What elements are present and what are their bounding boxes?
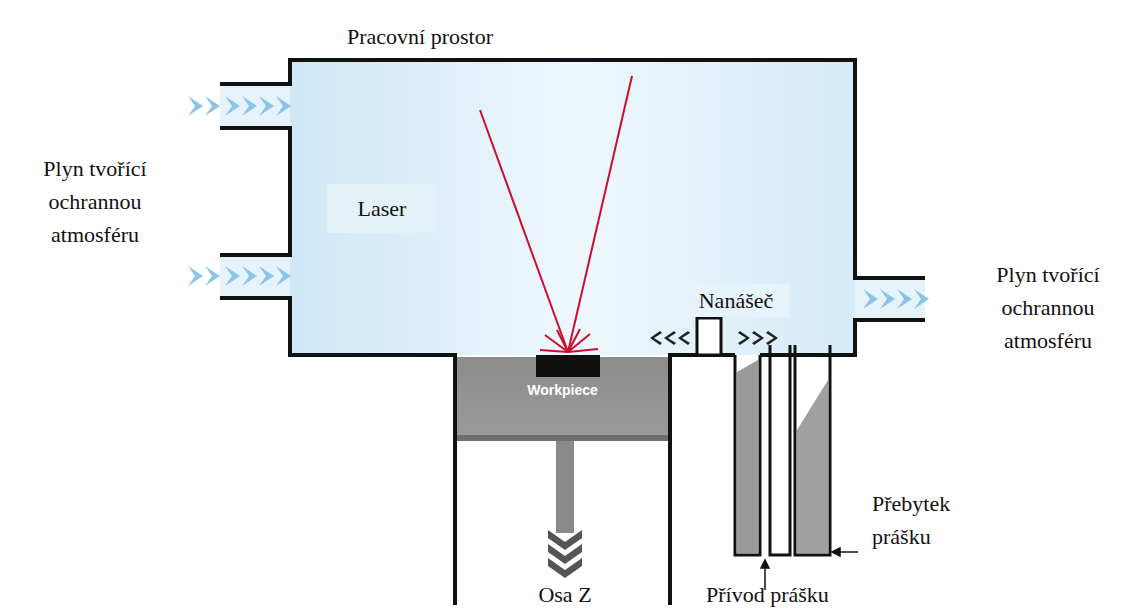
coater-label: Nanášeč bbox=[682, 284, 790, 317]
laser-label: Laser bbox=[327, 184, 437, 233]
gas-label: Plyn tvořící ochrannou atmosféru bbox=[10, 152, 180, 251]
feed-label: Přívod prášku bbox=[706, 578, 906, 611]
overflow-label: Přebytek prášku bbox=[872, 487, 992, 553]
workpiece-label: Workpiece bbox=[457, 382, 668, 399]
chamber-title: Pracovní prostor bbox=[300, 20, 540, 53]
axis-label: Osa Z bbox=[480, 578, 650, 611]
gas-label: Plyn tvořící ochrannou atmosféru bbox=[963, 258, 1123, 357]
